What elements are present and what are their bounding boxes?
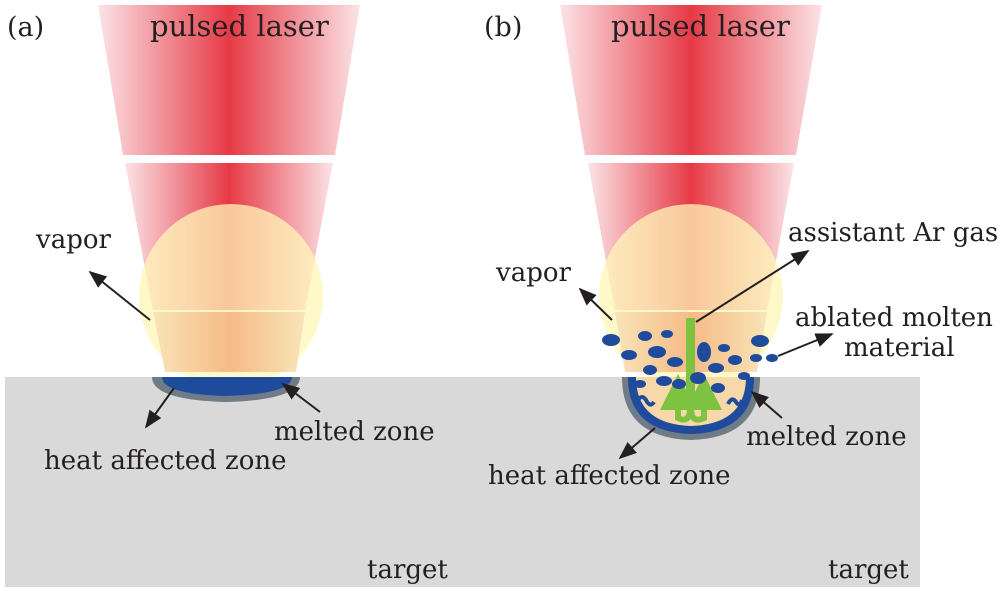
melted-arrow-a (281, 382, 321, 413)
droplet (751, 335, 769, 347)
panel-tag-a: (a) (7, 12, 44, 43)
droplet (661, 330, 673, 338)
target-slab (5, 377, 920, 587)
gas-jet-b (686, 318, 695, 408)
haz-label-a: heat affected zone (44, 446, 287, 476)
gas-flow-right-b (686, 374, 722, 423)
droplet (667, 357, 683, 367)
gas-label-b: assistant Ar gas (788, 218, 998, 248)
laser-beam-in-vapor-a (153, 312, 305, 372)
melted-label-a: melted zone (274, 417, 435, 447)
panel-a: (a) pulsed laser vapor melted zone heat … (7, 5, 448, 585)
droplet (643, 365, 657, 375)
vapor-label-a: vapor (35, 225, 111, 255)
droplet (602, 334, 620, 346)
ablated-arrow-b (777, 333, 834, 357)
haz-arrow-a (144, 387, 175, 429)
droplet (750, 354, 762, 362)
ablated-label-line1-b: ablated molten (795, 303, 993, 333)
vapor-arrow-a (88, 270, 151, 321)
droplet (656, 376, 672, 386)
melt-ripples-b (636, 395, 744, 407)
melted-arrow-b (750, 390, 783, 419)
ablated-label-line2-b: material (844, 333, 955, 363)
haz-label-b: heat affected zone (488, 461, 731, 491)
laser-label-a: pulsed laser (150, 9, 329, 43)
target-label-b: target (828, 555, 909, 585)
panel-tag-b: (b) (484, 12, 522, 43)
laser-beam-upper-a (98, 5, 360, 155)
droplet (708, 363, 724, 373)
laser-beam-upper-b (560, 5, 822, 155)
droplet (697, 342, 711, 362)
droplet (690, 372, 706, 384)
vapor-arrow-b (578, 287, 613, 321)
melted-label-b: melted zone (746, 422, 907, 452)
panel-b: (b) pulsed laser assistant Ar gas vapor … (484, 5, 998, 585)
gas-arrow-b (695, 250, 810, 323)
droplet (672, 379, 686, 389)
droplet (648, 346, 666, 358)
droplet (718, 344, 730, 352)
ablated-droplets-b (602, 330, 778, 393)
haz-arrow-b (618, 427, 656, 460)
droplet (638, 331, 652, 341)
laser-label-b: pulsed laser (611, 9, 790, 43)
droplet (728, 355, 742, 365)
melted-zone-a (162, 377, 292, 396)
droplet (634, 380, 646, 388)
droplet (621, 350, 637, 360)
droplet (711, 383, 725, 393)
vapor-label-b: vapor (495, 258, 571, 288)
droplet (766, 354, 778, 362)
target-label-a: target (367, 555, 448, 585)
droplet (738, 372, 750, 380)
